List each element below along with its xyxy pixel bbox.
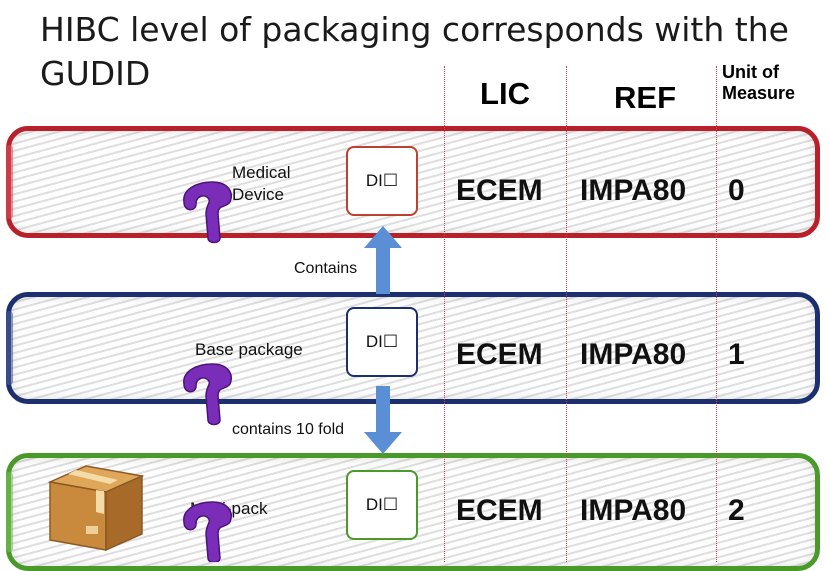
box-icon (47, 465, 145, 552)
separator-lic (444, 66, 445, 562)
hook-icon (183, 181, 232, 244)
page-title: HIBC level of packaging corresponds with… (40, 10, 789, 93)
uom-value-multi-pack: 2 (728, 494, 745, 527)
contains-10-fold-label: contains 10 fold (232, 421, 345, 438)
di-box-medical-device: DI☐ (346, 146, 418, 216)
base-package-label: Base package (195, 340, 303, 359)
header-uom: Unit of Measure (722, 62, 829, 104)
lic-value-base-package: ECEM (456, 338, 543, 371)
header-uom-line1: Unit of (722, 62, 779, 82)
ref-value-medical-device: IMPA80 (580, 174, 687, 207)
di-box-multi-pack: DI☐ (346, 470, 418, 540)
header-uom-line2: Measure (722, 83, 796, 103)
ref-value-multi-pack: IMPA80 (580, 494, 687, 527)
separator-uom (716, 66, 717, 562)
uom-value-base-package: 1 (728, 338, 745, 371)
header-ref: REF (614, 80, 676, 115)
base-package-band (6, 292, 820, 404)
medical-device-label: Medical Device (232, 162, 291, 206)
lic-value-multi-pack: ECEM (456, 494, 543, 527)
lic-value-medical-device: ECEM (456, 174, 543, 207)
header-lic: LIC (480, 76, 530, 111)
di-box-base-package: DI☐ (346, 307, 418, 377)
uom-value-medical-device: 0 (728, 174, 745, 207)
up-arrow-icon (364, 226, 402, 294)
contains-label: Contains (294, 260, 358, 277)
down-arrow-icon (364, 386, 402, 454)
medical-device-label-line1: Medical (232, 163, 291, 182)
separator-ref (566, 66, 567, 562)
medical-device-label-line2: Device (232, 185, 284, 204)
ref-value-base-package: IMPA80 (580, 338, 687, 371)
hook-icon (183, 501, 232, 562)
hook-icon (183, 363, 232, 426)
